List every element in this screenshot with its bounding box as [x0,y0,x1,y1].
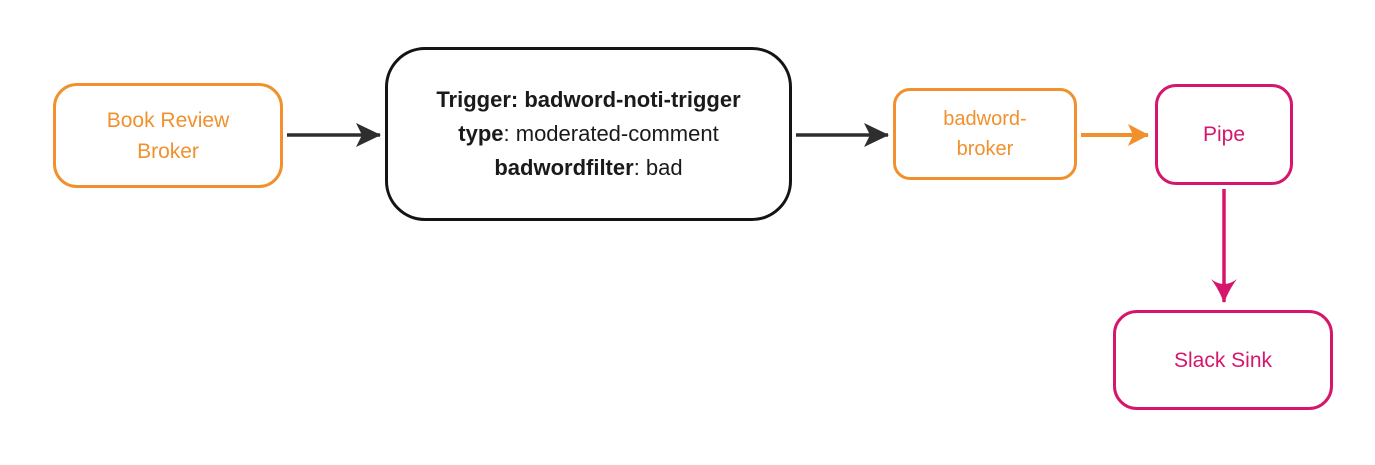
node-book-review-broker: Book Review Broker [53,83,283,188]
trigger-line-type: type: moderated-comment [458,121,719,146]
node-pipe: Pipe [1155,84,1293,185]
trigger-line-badwordfilter: badwordfilter: bad [494,155,683,180]
node-book-review-broker-label: Book Review Broker [106,108,230,163]
trigger-filter-text: Trigger: badword-noti-trigger type: mode… [436,83,740,185]
node-badword-broker: badword-broker [893,88,1077,180]
node-badword-broker-label: badword-broker [943,108,1027,160]
trigger-line-name: Trigger: badword-noti-trigger [436,87,741,112]
node-trigger-filter: Trigger: badword-noti-trigger type: mode… [385,47,792,221]
node-pipe-label: Pipe [1202,123,1246,146]
node-slack-sink: Slack Sink [1113,310,1333,410]
node-slack-sink-label: Slack Sink [1173,348,1273,372]
